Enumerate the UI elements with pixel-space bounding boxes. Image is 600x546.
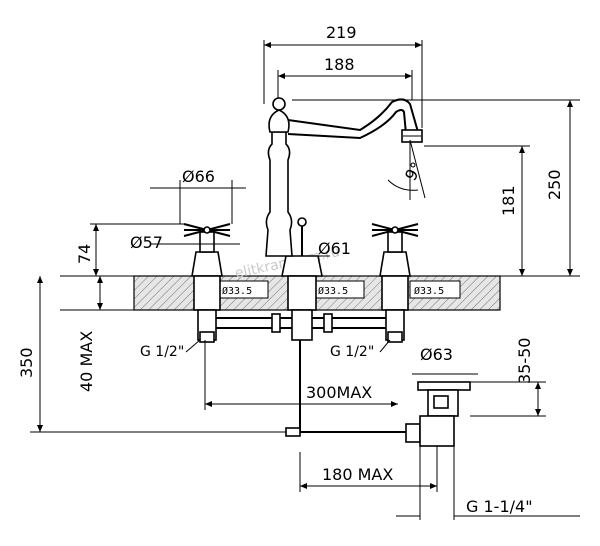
- dim-rod-length-max: 180 MAX: [322, 465, 393, 484]
- dimension-lines: [30, 40, 580, 517]
- left-handle: [183, 223, 231, 341]
- dim-height-spout: 181: [499, 185, 518, 216]
- piping: [199, 313, 410, 437]
- dim-deck-thickness-max: 40 MAX: [77, 331, 96, 392]
- dim-under-deck-depth: 350: [17, 347, 36, 378]
- dim-width-total: 219: [326, 23, 357, 42]
- dim-handle-diameter: Ø66: [182, 167, 215, 186]
- dim-swivel-angle: 9°: [401, 159, 427, 184]
- dimension-labels: 219 188 250 181 9° Ø66 Ø57 Ø61 74 350 40…: [17, 23, 564, 516]
- dim-pop-up-range: 35-50: [515, 338, 534, 385]
- hole-diameter-center: Ø33.5: [318, 285, 348, 297]
- thread-left: G 1/2": [140, 344, 184, 360]
- dim-spout-base-diameter: Ø61: [318, 239, 351, 258]
- dim-spread-max: 300MAX: [306, 383, 372, 402]
- dim-drain-thread: G 1-1/4": [466, 497, 533, 516]
- hole-diameter-right: Ø33.5: [414, 285, 444, 297]
- drain: [405, 381, 471, 520]
- dim-height-total: 250: [545, 169, 564, 200]
- dim-width-spout: 188: [324, 55, 355, 74]
- spout: [265, 97, 423, 341]
- hole-labels: Ø33.5 Ø33.5 Ø33.5: [217, 280, 461, 299]
- dim-flange-diameter: Ø57: [130, 233, 163, 252]
- right-handle: [371, 223, 419, 341]
- dim-handle-height: 74: [75, 244, 94, 264]
- thread-right: G 1/2": [330, 344, 374, 360]
- hole-diameter-left: Ø33.5: [222, 285, 252, 297]
- dim-pop-up-diameter: Ø63: [420, 345, 453, 364]
